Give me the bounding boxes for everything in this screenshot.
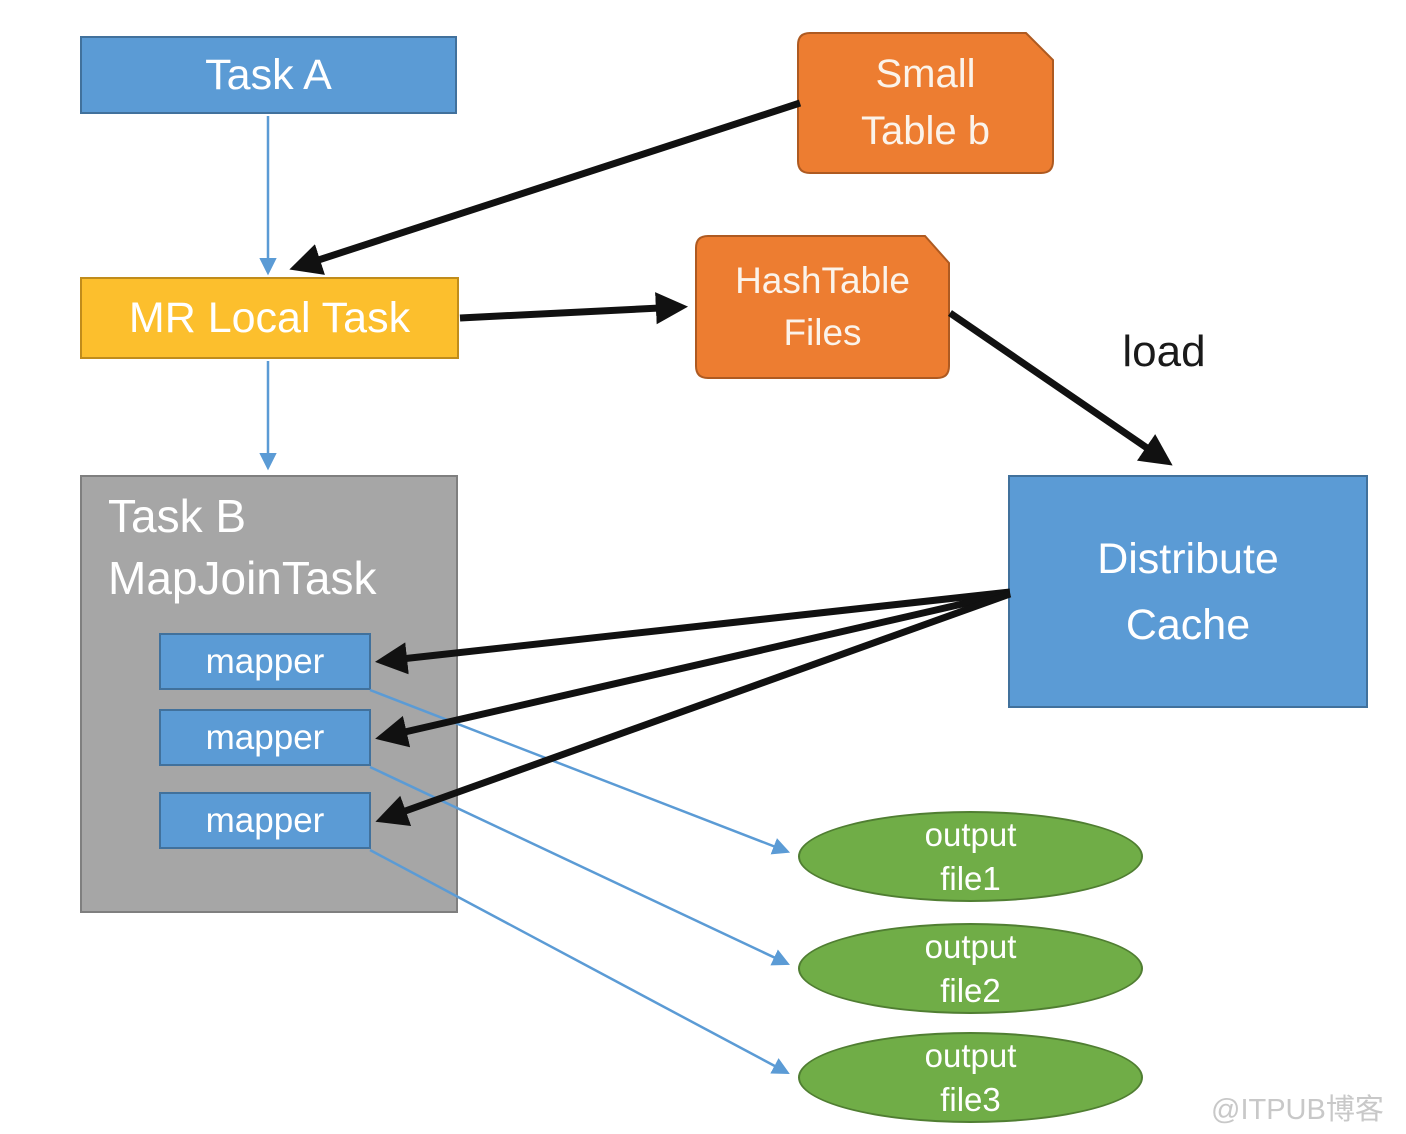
mapper-label: mapper <box>205 800 325 840</box>
output-file3-label-line1: output <box>924 1036 1017 1074</box>
task-a-node: Task A <box>80 36 457 114</box>
hashtable-files-label-line2: Files <box>783 312 862 353</box>
task-a-label: Task A <box>205 50 332 99</box>
task-b-container-node: Task B MapJoinTask mapper mapper mapper <box>80 475 458 913</box>
mapper-label: mapper <box>205 717 325 757</box>
edge-distcache-to-mapper2 <box>375 589 1011 748</box>
output-file-node: output file1 <box>798 811 1143 902</box>
edge-distcache-to-mapper1 <box>374 588 1011 675</box>
mr-local-task-node: MR Local Task <box>80 277 459 359</box>
edge-mrlocal-to-hashtable <box>459 292 689 325</box>
small-table-b-label-line2: Table b <box>861 109 990 153</box>
small-table-b-node: Small Table b <box>798 33 1053 173</box>
edge-distcache-to-mapper3 <box>375 590 1012 826</box>
load-edge-label: load <box>1122 327 1206 376</box>
mapper-node: mapper <box>159 709 371 766</box>
task-b-label-line2: MapJoinTask <box>108 552 377 604</box>
small-table-b-label-line1: Small <box>875 52 976 96</box>
output-file3-label-line2: file3 <box>940 1080 1001 1118</box>
output-file1-label-line2: file1 <box>940 859 1001 897</box>
distribute-cache-node: Distribute Cache <box>1008 475 1368 708</box>
watermark-text: @ITPUB博客 <box>1211 1094 1384 1126</box>
output-file-node: output file2 <box>798 923 1143 1014</box>
hashtable-files-node: HashTable Files <box>696 236 949 378</box>
distribute-cache-label-line1: Distribute <box>1097 534 1279 583</box>
distribute-cache-label-line2: Cache <box>1125 600 1251 649</box>
mapper-node: mapper <box>159 792 371 849</box>
mapper-node: mapper <box>159 633 371 690</box>
output-file2-label-line1: output <box>924 927 1017 965</box>
task-b-label-line1: Task B <box>108 490 247 542</box>
mapper-label: mapper <box>205 641 325 681</box>
mr-local-task-label: MR Local Task <box>128 293 411 342</box>
output-file-node: output file3 <box>798 1032 1143 1123</box>
output-file2-label-line2: file2 <box>940 971 1001 1009</box>
hashtable-files-label-line1: HashTable <box>735 260 910 301</box>
output-file1-label-line1: output <box>924 815 1017 853</box>
